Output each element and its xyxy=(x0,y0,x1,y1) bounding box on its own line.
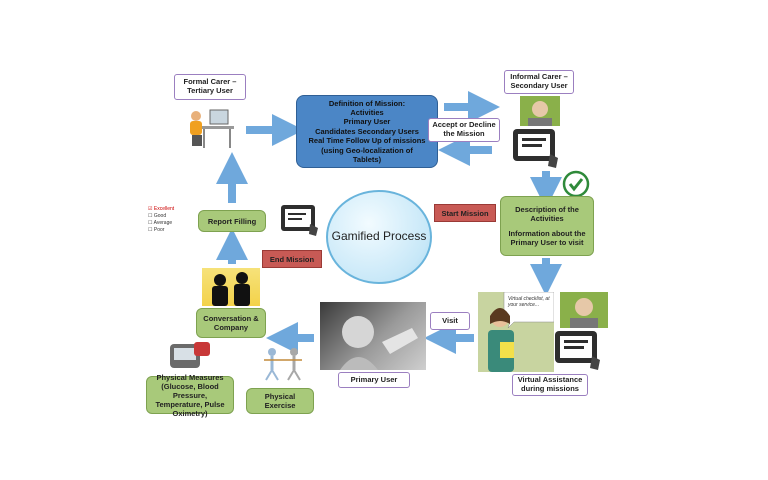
exercise-figures-icon xyxy=(264,348,302,381)
checklist-good: ☐ Good xyxy=(148,213,167,219)
definition-line-7: Tablets) xyxy=(352,154,382,164)
definition-line-6: (using Geo-localization of xyxy=(321,145,413,155)
end-mission-label: End Mission xyxy=(262,250,322,268)
definition-line-3: Primary User xyxy=(343,117,391,127)
accept-decline-label: Accept or Decline the Mission xyxy=(428,118,500,142)
definition-line-1: Definition of Mission: xyxy=(328,98,406,108)
report-tablet-icon xyxy=(281,205,318,236)
blood-pressure-monitor-icon xyxy=(170,342,210,368)
definition-line-5: Real Time Follow Up of missions xyxy=(308,136,426,146)
tablet-touch-icon xyxy=(513,129,558,168)
description-line-1: Description of the Activities xyxy=(515,205,579,223)
virtual-carer-photo xyxy=(560,292,608,328)
speech-bubble-text: Virtual checklist, at your service... xyxy=(508,296,550,308)
checklist-average: ☐ Average xyxy=(148,220,173,226)
formal-carer-label: Formal Carer – Tertiary User xyxy=(174,74,246,100)
definition-line-2: Activities xyxy=(350,108,384,118)
informal-carer-photo xyxy=(520,96,560,126)
person-at-computer-icon xyxy=(190,109,234,148)
report-filling-box: Report Filling xyxy=(198,210,266,232)
description-box: Description of the Activities Informatio… xyxy=(500,196,594,256)
primary-user-photo xyxy=(320,302,426,370)
virtual-assistance-label: Virtual Assistance during missions xyxy=(512,374,588,396)
virtual-assistant-illustration: Virtual checklist, at your service... xyxy=(478,292,554,372)
informal-carer-label: Informal Carer – Secondary User xyxy=(504,70,574,94)
virtual-tablet-icon xyxy=(555,331,600,370)
checklist-excellent: ☑ Excellent xyxy=(148,206,175,212)
checklist-poor: ☐ Poor xyxy=(148,227,165,233)
definition-of-mission-box: Definition of Mission: Activities Primar… xyxy=(296,95,438,168)
description-line-2: Information about the Primary User to vi… xyxy=(508,229,586,247)
visit-label: Visit xyxy=(430,312,470,330)
gamified-process-circle: Gamified Process xyxy=(326,190,432,284)
physical-exercise-box: Physical Exercise xyxy=(246,388,314,414)
conversation-box: Conversation & Company xyxy=(196,308,266,338)
physical-measures-box: Physical Measures (Glucose, Blood Pressu… xyxy=(146,373,234,418)
start-mission-label: Start Mission xyxy=(434,204,496,222)
definition-line-4: Candidates Secondary Users xyxy=(315,126,419,136)
primary-user-label: Primary User xyxy=(338,372,410,388)
conversation-photo xyxy=(202,268,260,306)
checklist-icon: ☑ Excellent ☐ Good ☐ Average ☐ Poor xyxy=(148,206,188,236)
checkmark-icon xyxy=(562,170,590,198)
